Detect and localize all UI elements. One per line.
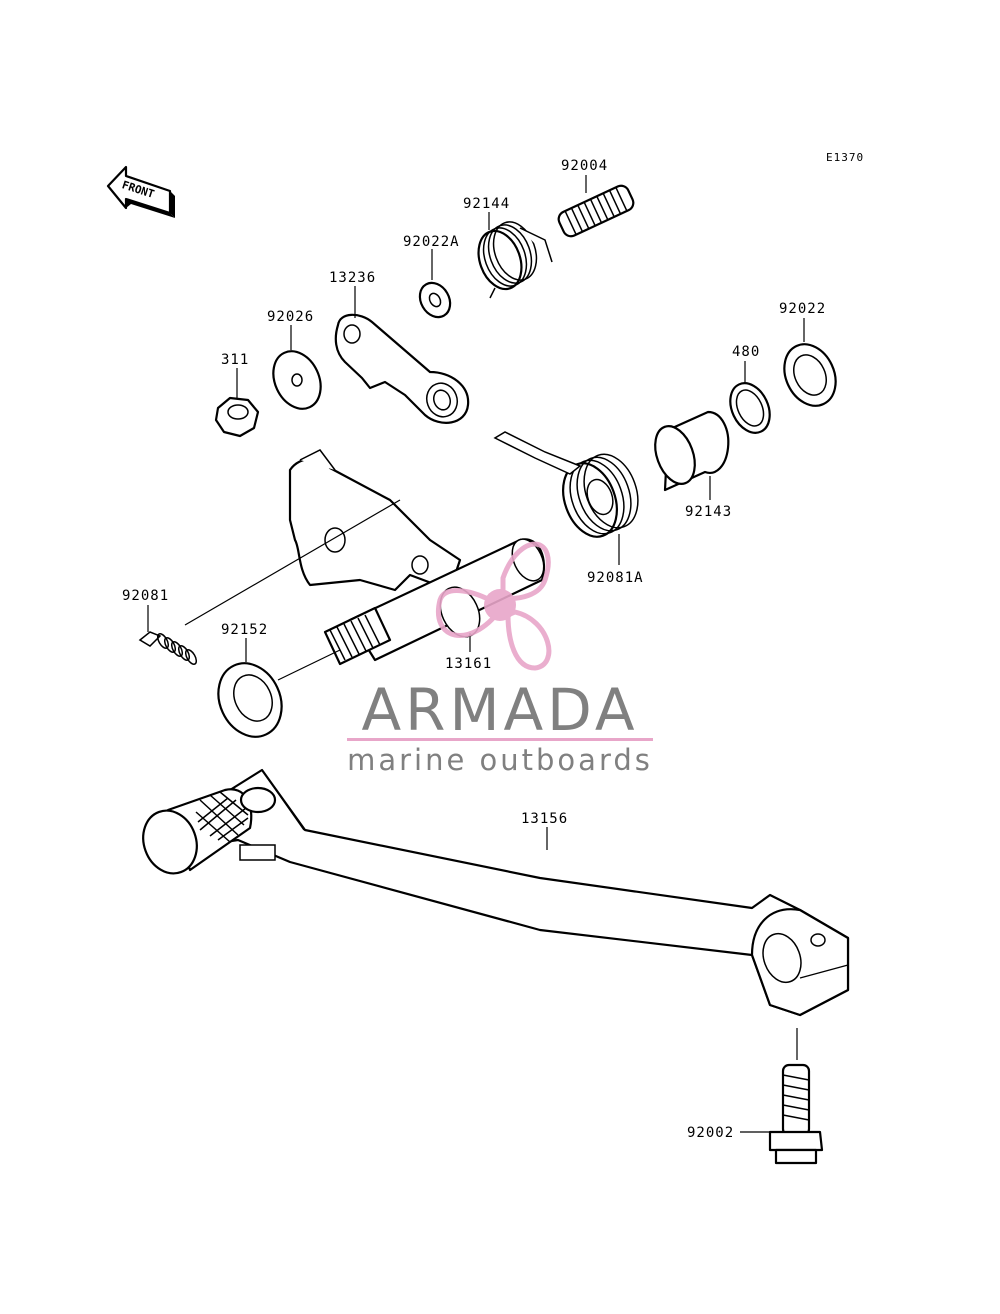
label-13236: 13236 xyxy=(329,270,376,286)
label-92152: 92152 xyxy=(221,622,268,638)
watermark-rule xyxy=(347,738,653,741)
part-13236-lever: 13236 xyxy=(329,270,470,424)
part-92143-collar: 92143 xyxy=(654,410,732,520)
watermark-tagline: marine outboards xyxy=(347,743,653,777)
leader-92081 xyxy=(184,499,401,626)
diagram-id: E1370 xyxy=(826,151,864,164)
front-arrow-icon: FRONT xyxy=(106,165,175,218)
part-13156-shift-pedal: 13156 xyxy=(142,768,850,1017)
part-92022-washer: 92022 xyxy=(779,301,837,407)
label-92144: 92144 xyxy=(463,196,510,212)
propeller-logo-icon xyxy=(436,541,552,671)
label-92026: 92026 xyxy=(267,309,314,325)
label-92002: 92002 xyxy=(687,1125,734,1141)
label-92022: 92022 xyxy=(779,301,826,317)
part-92152-oil-seal: 92152 xyxy=(217,622,341,738)
label-92022A: 92022A xyxy=(403,234,460,250)
part-92081-spring-pin: 92081 xyxy=(122,588,198,665)
armada-watermark: ARMADA marine outboards xyxy=(347,541,653,777)
part-480-circlip: 480 xyxy=(729,344,771,434)
label-92004: 92004 xyxy=(561,158,608,174)
label-311: 311 xyxy=(221,352,249,368)
label-92143: 92143 xyxy=(685,504,732,520)
part-92002-bolt: 92002 xyxy=(687,1028,824,1165)
label-92081A: 92081A xyxy=(587,570,644,586)
part-92026-washer: 92026 xyxy=(267,309,322,410)
label-13156: 13156 xyxy=(521,811,568,827)
label-92081: 92081 xyxy=(122,588,169,604)
label-480: 480 xyxy=(732,344,760,360)
watermark-brand: ARMADA xyxy=(361,676,638,744)
part-311-nut: 311 xyxy=(214,352,260,438)
part-92144-spring: 92144 xyxy=(463,196,553,299)
label-13161: 13161 xyxy=(445,656,492,672)
part-92004-screw: 92004 xyxy=(557,158,635,238)
part-92022A-washer: 92022A xyxy=(403,234,460,319)
part-92081A-spring: 92081A xyxy=(493,431,644,586)
part-13161-shift-shaft: 13161 xyxy=(288,449,546,672)
